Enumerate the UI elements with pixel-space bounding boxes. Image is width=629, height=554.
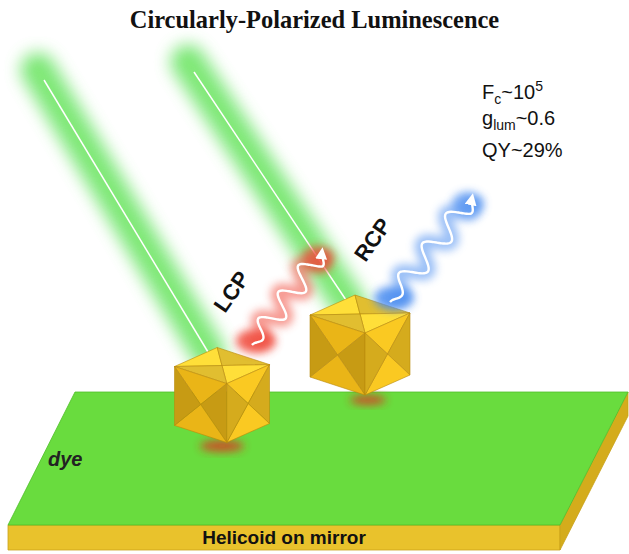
light-beam-glow bbox=[38, 70, 208, 352]
mirror-substrate: dyeHelicoid on mirror bbox=[0, 388, 629, 554]
polarization-label: RCP bbox=[349, 214, 397, 267]
polarization-label: LCP bbox=[209, 267, 256, 318]
helicoid-particle bbox=[175, 348, 270, 443]
particle-facet bbox=[310, 295, 360, 315]
metric-symbol: F bbox=[482, 81, 494, 103]
metric-line: glum~0.6 bbox=[482, 106, 555, 137]
metric-value: ~0.6 bbox=[516, 107, 555, 129]
particle-facet bbox=[175, 367, 201, 426]
mirror-edge bbox=[8, 525, 560, 550]
metric-symbol: g bbox=[482, 107, 493, 129]
metric-value: ~10 bbox=[501, 81, 535, 103]
polarized-wave-glow bbox=[252, 252, 324, 345]
label-anchor: LCP bbox=[232, 292, 276, 318]
metric-line: QY~29% bbox=[482, 138, 563, 162]
emission-glow bbox=[350, 395, 386, 405]
title-wrap: Circularly-Polarized Luminescence bbox=[0, 6, 629, 34]
particle-facet bbox=[227, 384, 248, 443]
metric-value: QY~29% bbox=[482, 139, 563, 161]
particle-facet bbox=[175, 348, 223, 367]
metric-line: Fc~105 bbox=[482, 74, 543, 111]
metric-exponent: 5 bbox=[535, 78, 543, 94]
beam-axis bbox=[44, 80, 208, 352]
label-anchor: RCP bbox=[373, 240, 419, 266]
polarized-wave-glow bbox=[390, 198, 473, 302]
metric-subscript: c bbox=[494, 91, 501, 107]
figure-title: Circularly-Polarized Luminescence bbox=[0, 6, 629, 34]
dye-layer bbox=[8, 392, 628, 525]
particle-facet bbox=[365, 333, 388, 395]
light-beam bbox=[38, 70, 208, 352]
polarized-wave bbox=[390, 198, 473, 302]
polarized-wave bbox=[252, 252, 324, 345]
metric-subscript: lum bbox=[493, 117, 516, 133]
layer-label: dye bbox=[48, 448, 82, 471]
particle-facet bbox=[310, 315, 338, 377]
helicoid-particle bbox=[310, 295, 410, 395]
emission-glow bbox=[200, 440, 244, 452]
substrate-label: Helicoid on mirror bbox=[8, 525, 560, 550]
